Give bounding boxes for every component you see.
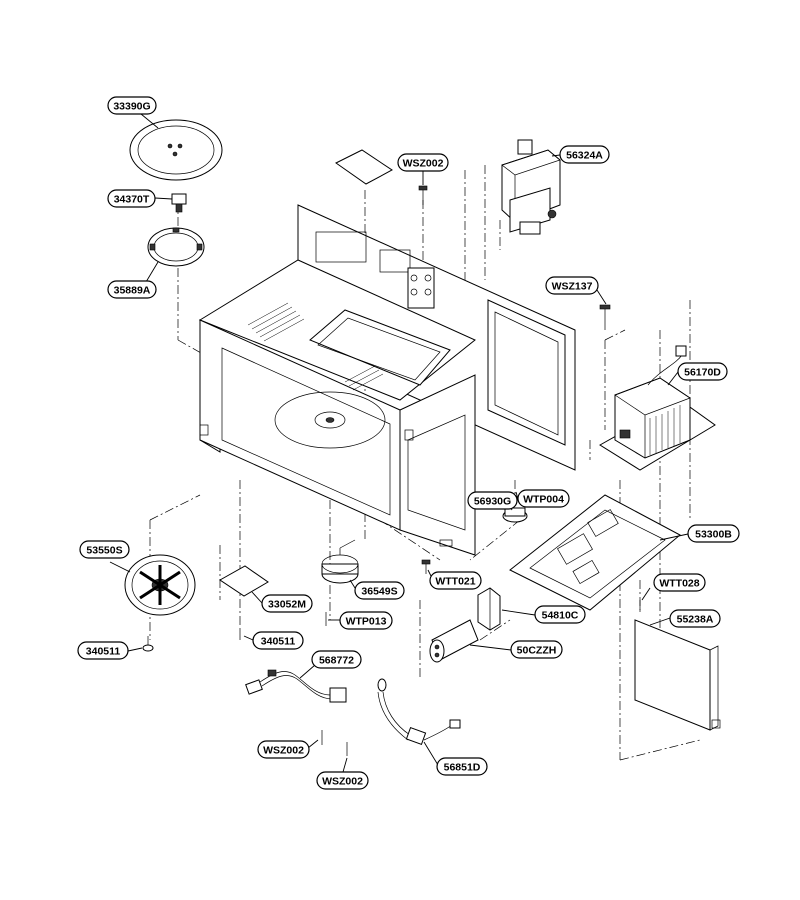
label-340511-left-text: 340511 (86, 646, 121, 658)
transformer-part (599, 345, 716, 471)
part-labels: 33390G 34370T 35889A WSZ002 56324A WSZ13… (77, 96, 740, 790)
label-50czzh-text: 50CZZH (517, 645, 557, 657)
label-33390g-text: 33390G (113, 101, 150, 113)
label-33052m: 33052M (261, 594, 313, 613)
label-34370t-text: 34370T (114, 194, 150, 206)
label-56930g-text: 56930G (474, 496, 511, 508)
label-53550s-text: 53550S (86, 545, 122, 557)
label-56851d: 56851D (436, 757, 488, 776)
label-36549s: 36549S (354, 581, 405, 600)
roller-ring-part (147, 227, 205, 267)
label-56930g: 56930G (467, 491, 518, 510)
label-wtp013-text: WTP013 (346, 616, 387, 628)
label-53300b-text: 53300B (695, 529, 732, 541)
label-wtt028-text: WTT028 (659, 578, 699, 590)
label-wtt021: WTT021 (429, 571, 482, 590)
label-36549s-text: 36549S (361, 586, 397, 598)
label-50czzh: 50CZZH (510, 640, 563, 659)
screw-motor-part (421, 559, 431, 574)
screw-left-part (142, 636, 154, 652)
label-340511-center: 340511 (252, 631, 304, 650)
label-55238a-text: 55238A (677, 614, 714, 626)
fuse-harness-part (377, 678, 461, 746)
label-33052m-text: 33052M (268, 599, 306, 611)
magnetron-part (501, 139, 561, 235)
bracket-part (477, 587, 501, 631)
label-568772: 568772 (311, 650, 362, 669)
label-53550s: 53550S (79, 540, 130, 559)
label-wsz002-bottom-2: WSZ002 (316, 771, 369, 790)
oven-cavity-assembly (198, 204, 576, 556)
label-56324a-text: 56324A (566, 150, 603, 162)
label-wtt021-text: WTT021 (435, 576, 475, 588)
tray-motor-part (321, 539, 359, 584)
wire-harness-part (245, 669, 347, 703)
screw-top-part (418, 185, 428, 205)
label-53300b: 53300B (687, 524, 740, 543)
mica-cover-part (335, 149, 393, 185)
label-wsz137-text: WSZ137 (552, 281, 593, 293)
coupler-part (171, 193, 187, 213)
cover-plate-part (219, 565, 269, 597)
label-568772-text: 568772 (319, 655, 354, 667)
glass-tray-part (129, 119, 223, 181)
label-33390g: 33390G (107, 96, 157, 115)
label-54810c-text: 54810C (542, 610, 579, 622)
label-55238a: 55238A (669, 609, 721, 628)
label-35889a: 35889A (107, 280, 157, 299)
label-wtp004: WTP004 (517, 489, 570, 508)
label-wsz002-top-text: WSZ002 (403, 158, 444, 170)
label-wtt028: WTT028 (653, 573, 706, 592)
label-wsz002-bottom-2-text: WSZ002 (322, 776, 363, 788)
label-56170d-text: 56170D (684, 367, 721, 379)
label-wsz137: WSZ137 (545, 276, 599, 295)
label-340511-center-text: 340511 (261, 636, 296, 648)
side-panel-part (634, 619, 721, 731)
label-34370t: 34370T (107, 189, 156, 208)
label-wsz002-bottom-1: WSZ002 (257, 740, 310, 759)
label-54810c: 54810C (534, 605, 586, 624)
capacitor-part (429, 619, 479, 663)
label-56324a: 56324A (559, 145, 610, 164)
screw-right-part (599, 304, 611, 330)
label-35889a-text: 35889A (114, 285, 151, 297)
label-wtp004-text: WTP004 (523, 494, 564, 506)
label-wsz002-top: WSZ002 (397, 153, 449, 172)
label-56851d-text: 56851D (444, 762, 481, 774)
stirrer-cover-part (124, 554, 196, 616)
label-56170d: 56170D (677, 362, 728, 381)
label-wtp013: WTP013 (339, 611, 393, 630)
label-wsz002-bottom-1-text: WSZ002 (263, 745, 304, 757)
base-plate-part (509, 494, 681, 611)
label-340511-left: 340511 (77, 641, 129, 660)
